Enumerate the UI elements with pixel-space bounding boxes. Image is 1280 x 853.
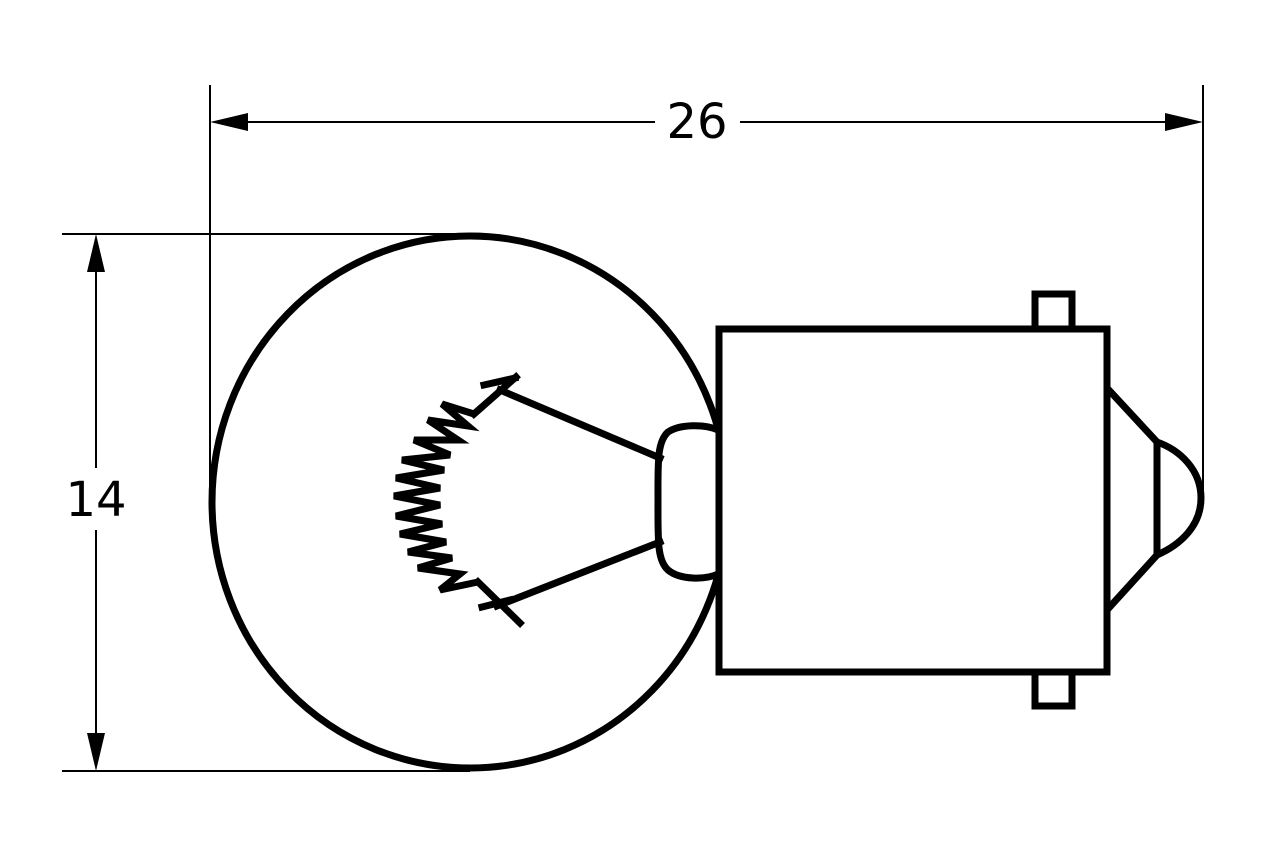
dimension-length: 26: [210, 94, 1203, 150]
filament: [393, 400, 480, 594]
bayonet-base: [715, 325, 1111, 676]
dimension-label-diameter: 14: [65, 472, 126, 528]
arrowhead-bottom: [87, 733, 105, 771]
contact-insulator: [1104, 385, 1161, 613]
lead-wire-bottom: [492, 537, 665, 611]
arrowhead-right: [1165, 113, 1203, 131]
wire-clip-bottom: [473, 577, 525, 628]
glass-stem: [654, 422, 720, 582]
arrowhead-top: [87, 234, 105, 272]
dimension-diameter: 14: [65, 234, 127, 771]
solder-contact: [1155, 438, 1205, 559]
wire-clip-top: [469, 372, 521, 419]
extension-lines: [62, 85, 1204, 772]
bulb-outline: [208, 232, 716, 772]
bayonet-pin-top: [1031, 290, 1076, 333]
lead-wires: [469, 372, 665, 628]
lead-wire-top: [495, 385, 665, 463]
dimension-label-length: 26: [666, 94, 727, 150]
arrowhead-left: [210, 113, 248, 131]
glass-bulb: [208, 232, 716, 772]
bayonet-pin-bottom: [1031, 668, 1076, 710]
